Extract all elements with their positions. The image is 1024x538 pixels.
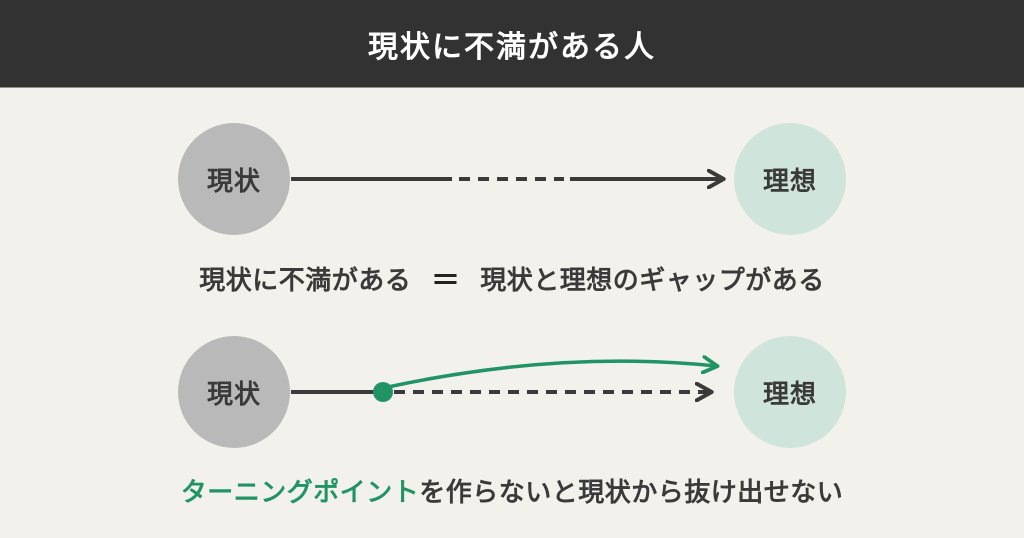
- equation-row: 現状に不満がある ＝ 現状と理想のギャップがある: [0, 257, 1024, 299]
- equals-sign: ＝: [430, 265, 461, 297]
- equation-right-text: 現状と理想のギャップがある: [480, 265, 825, 295]
- circle-current-bottom-label: 現状: [206, 378, 261, 409]
- equation-left-text: 現状に不満がある: [199, 265, 412, 295]
- caption-rest-text: を作らないと現状から抜け出せない: [419, 477, 844, 507]
- circle-current-top: 現状: [178, 123, 290, 235]
- circle-current-top-label: 現状: [206, 165, 261, 196]
- header-bar: 現状に不満がある人: [0, 0, 1024, 88]
- turning-point-dot: [373, 382, 393, 402]
- caption-row: ターニングポイントを作らないと現状から抜け出せない: [0, 472, 1024, 509]
- caption-highlight-text: ターニングポイント: [180, 477, 420, 507]
- circle-current-bottom: 現状: [178, 336, 290, 448]
- circle-ideal-top: 理想: [734, 123, 846, 235]
- circle-ideal-bottom: 理想: [734, 336, 846, 448]
- circle-ideal-bottom-label: 理想: [762, 378, 817, 409]
- turning-point-arrow: [387, 361, 716, 389]
- page-title: 現状に不満がある人: [368, 30, 656, 64]
- circle-ideal-top-label: 理想: [762, 165, 817, 196]
